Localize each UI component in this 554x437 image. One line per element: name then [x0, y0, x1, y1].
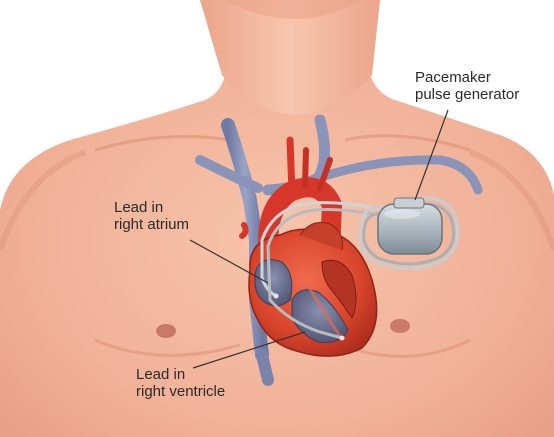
label-pacemaker-pulse-generator: Pacemaker pulse generator	[415, 69, 519, 103]
right-nipple	[390, 319, 410, 333]
label-line: pulse generator	[415, 86, 519, 103]
pulse-generator-device	[378, 198, 442, 254]
label-line: Pacemaker	[415, 69, 519, 86]
left-nipple	[156, 324, 176, 338]
label-lead-right-ventricle: Lead in right ventricle	[136, 366, 225, 400]
label-lead-right-atrium: Lead in right atrium	[114, 199, 189, 233]
label-line: right atrium	[114, 216, 189, 233]
label-line: Lead in	[114, 199, 189, 216]
label-line: Lead in	[136, 366, 225, 383]
label-line: right ventricle	[136, 383, 225, 400]
